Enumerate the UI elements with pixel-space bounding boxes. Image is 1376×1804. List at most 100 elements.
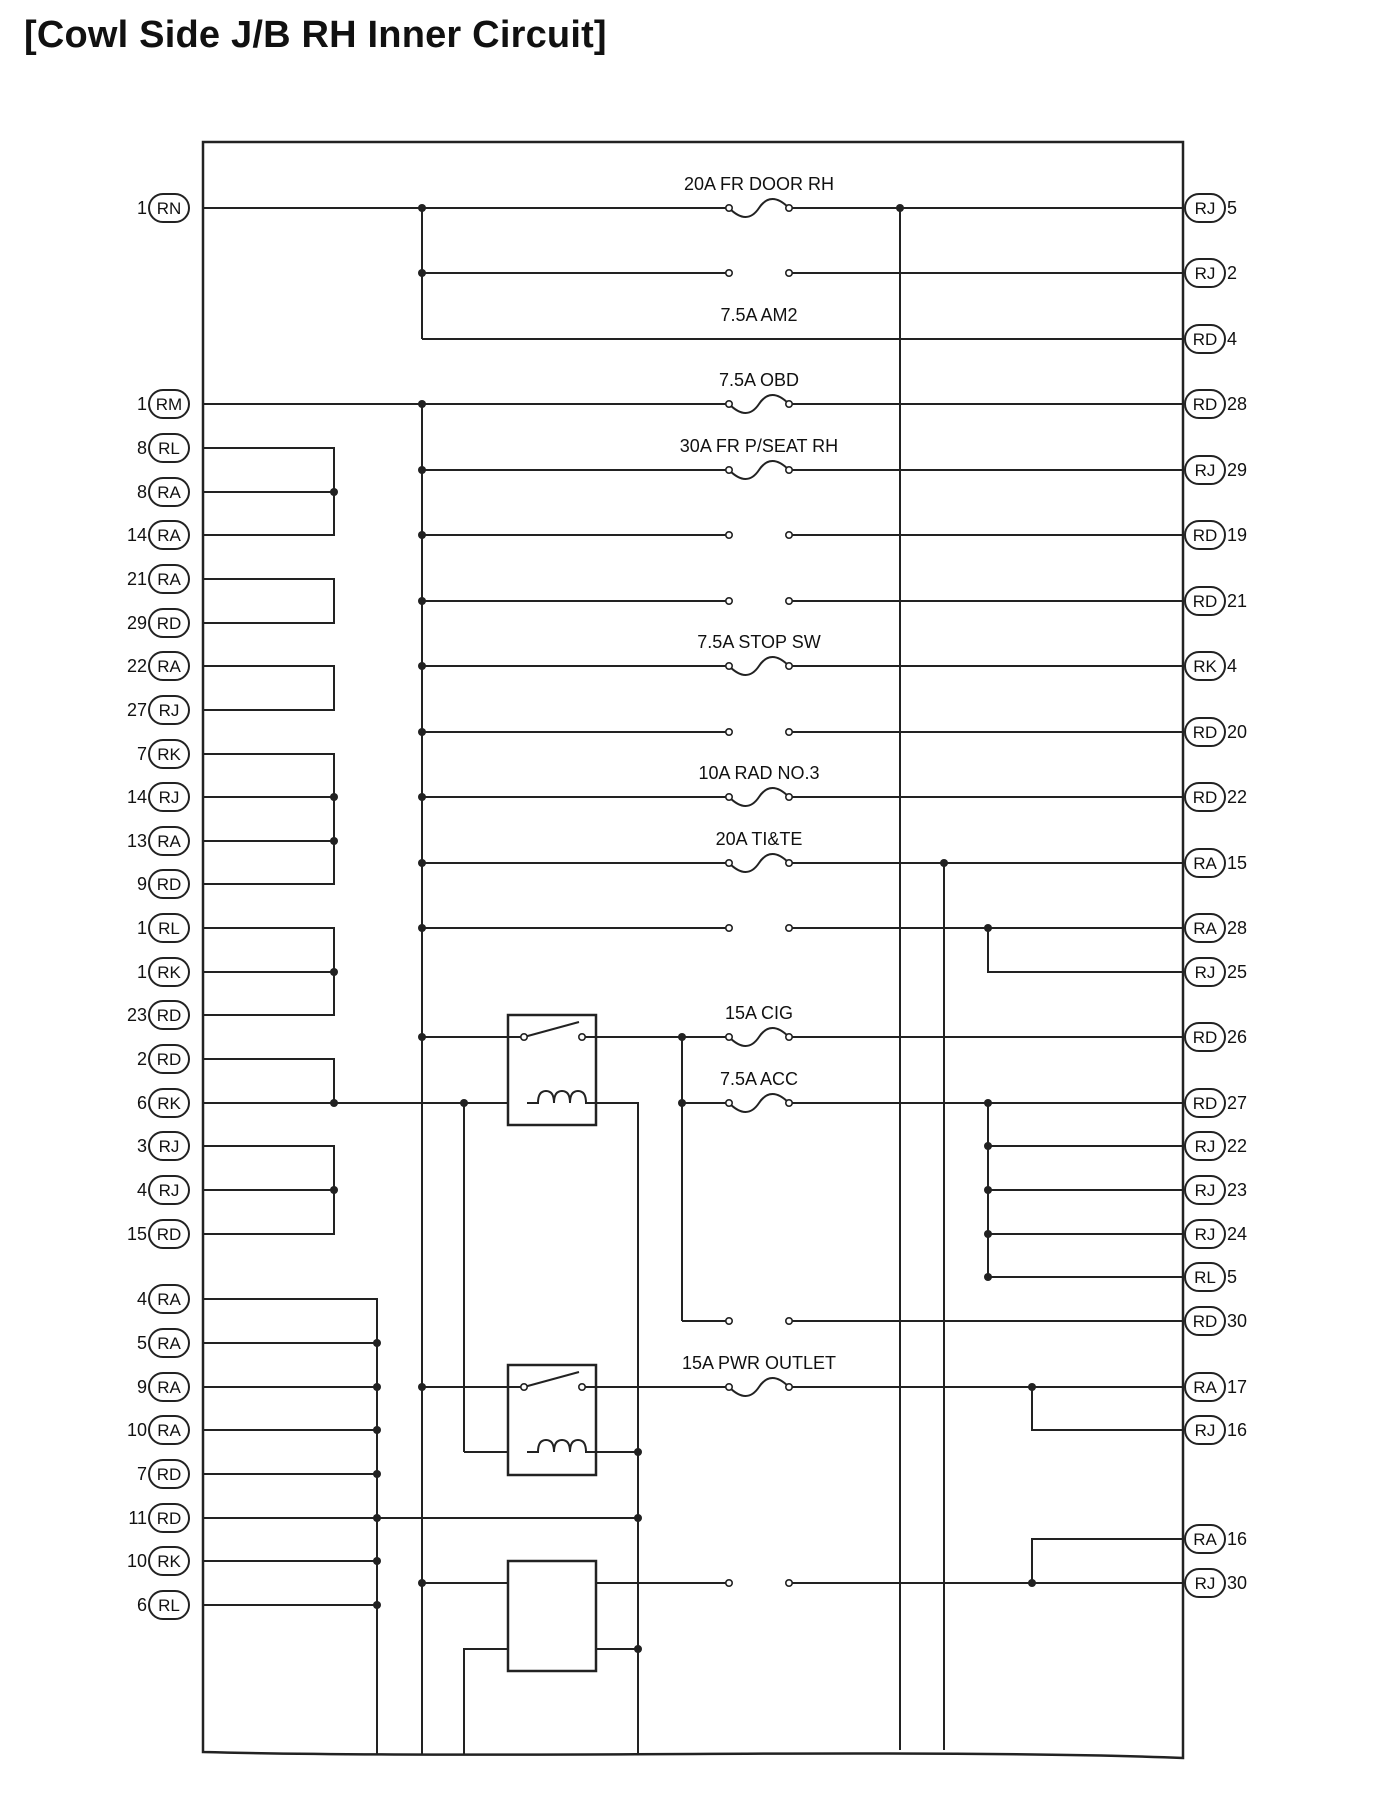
left-pin-9: RK7: [137, 739, 190, 769]
terminal-circle: [577, 1033, 586, 1042]
junction-dot: [984, 1142, 992, 1150]
pin-code: RD: [1193, 788, 1218, 807]
pin-code: RK: [157, 963, 181, 982]
junction-dot: [373, 1339, 381, 1347]
pin-code: RA: [1193, 1530, 1217, 1549]
pin-connector: [1184, 1568, 1226, 1598]
pin-number: 29: [1227, 460, 1247, 480]
fuse-symbol: [728, 394, 790, 414]
pin-number: 14: [127, 787, 147, 807]
pin-connector: [1184, 651, 1226, 681]
junction-dot: [678, 1033, 686, 1041]
terminal-circle: [784, 792, 793, 801]
fuse-symbol: [728, 198, 790, 218]
wire: [987, 928, 1183, 973]
pin-code: RJ: [1195, 1137, 1216, 1156]
terminal-circle: [724, 792, 733, 801]
pin-connector: [1184, 1022, 1226, 1052]
terminal-circle: [724, 268, 733, 277]
pin-code: RJ: [159, 1181, 180, 1200]
terminal-circle: [784, 268, 793, 277]
pin-number: 22: [127, 656, 147, 676]
junction-dot: [984, 1186, 992, 1194]
relay-box: [506, 1559, 598, 1673]
left-pin-18: RJ3: [137, 1131, 190, 1161]
page-title: [Cowl Side J/B RH Inner Circuit]: [24, 14, 607, 56]
wire: [1031, 1538, 1183, 1583]
pin-number: 19: [1227, 525, 1247, 545]
terminal-circle: [724, 727, 733, 736]
junction-dot: [373, 1426, 381, 1434]
pin-number: 27: [1227, 1093, 1247, 1113]
fuse-label: 15A PWR OUTLET: [682, 1353, 836, 1373]
junction-dot: [330, 968, 338, 976]
pin-connector: [148, 564, 190, 594]
pin-code: RJ: [1195, 1421, 1216, 1440]
pin-number: 7: [137, 744, 147, 764]
left-pin-12: RD9: [137, 869, 190, 899]
pin-connector: [148, 826, 190, 856]
pin-number: 4: [1227, 656, 1237, 676]
terminal-circle: [784, 923, 793, 932]
junction-dot: [330, 793, 338, 801]
pin-connector: [148, 957, 190, 987]
pin-connector: [1184, 1175, 1226, 1205]
pin-number: 21: [127, 569, 147, 589]
terminal-circle: [784, 399, 793, 408]
terminal-circle: [784, 204, 793, 213]
pin-code: RJ: [1195, 1225, 1216, 1244]
junction-dot: [418, 793, 426, 801]
pin-code: RK: [157, 1552, 181, 1571]
pin-code: RA: [157, 1334, 181, 1353]
pin-code: RL: [158, 439, 180, 458]
left-pin-19: RJ4: [137, 1175, 190, 1205]
left-pin-21: RA4: [137, 1284, 190, 1314]
pin-code: RL: [1194, 1268, 1216, 1287]
pin-number: 2: [1227, 263, 1237, 283]
pin-number: 30: [1227, 1573, 1247, 1593]
junction-dot: [984, 1099, 992, 1107]
pin-connector: [148, 389, 190, 419]
pin-code: RA: [1193, 919, 1217, 938]
pin-code: RJ: [1195, 461, 1216, 480]
wire: [203, 1298, 378, 1755]
pin-code: RA: [157, 570, 181, 589]
pin-number: 5: [1227, 1267, 1237, 1287]
terminal-circle: [724, 530, 733, 539]
pin-connector: [1184, 389, 1226, 419]
junction-dot: [896, 204, 904, 212]
pin-number: 3: [137, 1136, 147, 1156]
pin-code: RA: [157, 1421, 181, 1440]
pin-connector: [148, 477, 190, 507]
terminal-circle: [784, 465, 793, 474]
pin-code: RD: [157, 1225, 182, 1244]
junction-dot: [418, 924, 426, 932]
pin-number: 26: [1227, 1027, 1247, 1047]
fuse-label: 15A CIG: [725, 1003, 793, 1023]
terminal-circle: [724, 1579, 733, 1588]
left-pin-2: RL 8: [137, 433, 190, 463]
fuse-label: 7.5A STOP SW: [697, 632, 820, 652]
pin-connector: [148, 913, 190, 943]
pin-number: 15: [127, 1224, 147, 1244]
terminal-circle: [519, 1383, 528, 1392]
pin-code: RJ: [1195, 963, 1216, 982]
pin-number: 16: [1227, 1420, 1247, 1440]
pin-number: 8: [137, 438, 147, 458]
wire: [463, 1648, 508, 1755]
pin-connector: [148, 433, 190, 463]
terminal-circle: [724, 465, 733, 474]
fuse-symbol: [728, 853, 790, 873]
pin-code: RD: [157, 1509, 182, 1528]
fuse-label: 7.5A AM2: [720, 305, 797, 325]
